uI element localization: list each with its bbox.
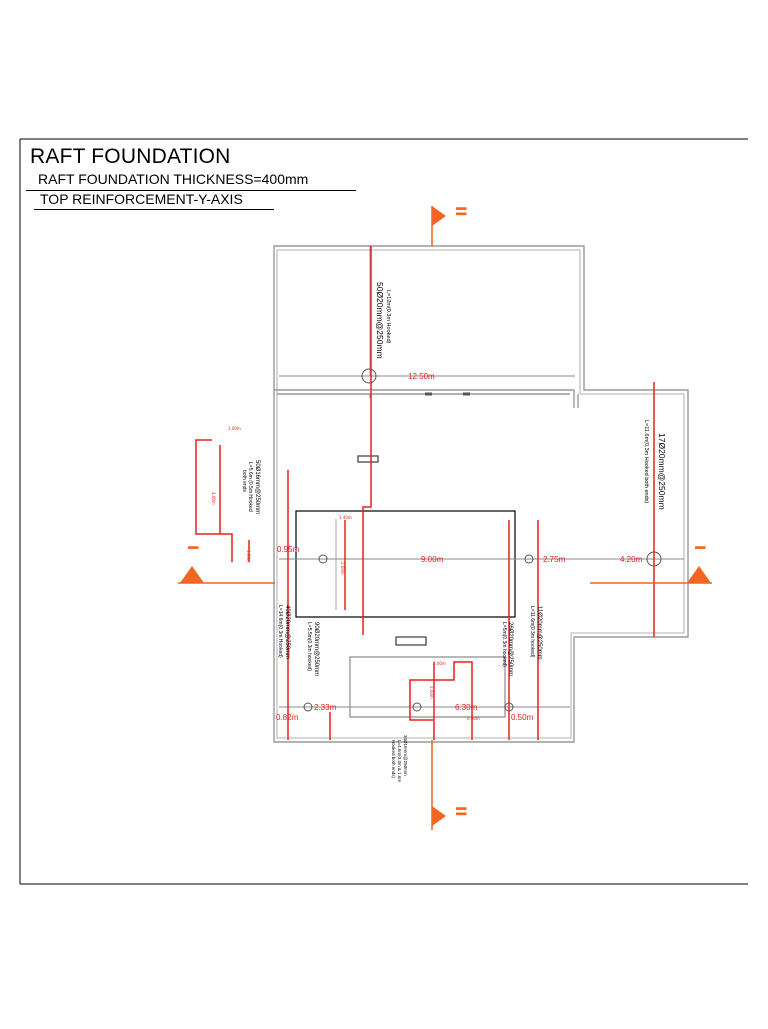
bar4-sub: L=14.6m(0.3m Hooked) [277,605,283,658]
thickness-subtitle: RAFT FOUNDATION THICKNESS=400mm [38,171,309,187]
dim-12-50: 12.50m [408,372,435,381]
bar1-main: 50Ø20mm@250mm [375,282,385,359]
dim-2-75: 2.75m [543,555,566,564]
svg-text:1.00m: 1.00m [433,661,446,666]
svg-text:4.00m: 4.00m [211,492,216,505]
section-mark-right: I [691,545,707,550]
bar3-sub2: both ends [241,470,247,492]
dim-0-50: 0.50m [511,713,534,722]
bar7-sub: L=11.6m(0.3m hooked) [529,606,535,658]
bar6-main: 26Ø20mm@250mm [507,622,513,676]
rebar-lines [195,246,655,740]
dim-6-30: 6.30m [455,703,478,712]
dim-0-82: 0.82m [276,713,299,722]
svg-text:2.00m: 2.00m [429,686,434,699]
bar4-main: 40Ø20mm@250mm [284,605,290,659]
dim-2-33: 2.33m [314,703,337,712]
svg-text:1.40m: 1.40m [339,515,352,520]
svg-text:1.00m: 1.00m [246,550,251,563]
bar7-main: 11Ø20mm@250mm [536,606,542,660]
reinforcement-underline [34,209,274,210]
drawing-frame [19,138,748,885]
section-markers [178,206,712,830]
dimension-markers [303,368,662,712]
rebar-tags: 1.00m 4.00m 1.00m 1.40m 2.00m 1.00m 2.00… [211,426,480,721]
bar1-sub: L=12m(0.3m Hooked) [385,290,391,344]
bar2-sub: L=11.6m(0.3m Hooked both ends) [643,420,649,503]
svg-text:0.60m: 0.60m [467,716,480,721]
section-mark-bottom: II [452,806,468,816]
bar2-main: 17Ø20mm@250mm [657,433,667,510]
bar6-sub: L=5m(0.3m hooked) [501,622,507,667]
raft-outline [273,245,689,743]
page-title: RAFT FOUNDATION [30,145,231,168]
reinforcement-subtitle: TOP REINFORCEMENT-Y-AXIS [40,191,243,207]
bar3-sub: L=5.6m (0.5m Hooked [247,462,253,512]
bar5-sub: L=5.5m(0.3m hooked) [306,622,312,671]
dim-0-95: 0.95m [277,545,300,554]
pit-outline [295,510,516,618]
dim-9-00: 9.00m [421,555,444,564]
section-mark-top: II [452,206,468,216]
subtitle-underline [26,190,356,191]
bar3-main: 50Ø16mm@250mm [254,460,260,514]
dimension-lines [279,246,684,708]
section-mark-left: I [184,545,200,550]
bar8-sub: L=4.6m(0.3m & 1.6m [397,740,402,782]
svg-text:2.00m: 2.00m [340,562,345,575]
bar8-sub2: Hooked both ends) [391,740,396,779]
dim-4-20: 4.20m [620,555,643,564]
bar5-main: 90Ø20mm@250mm [313,622,319,676]
bar8-main: 34Ø16mm@250mm [403,735,408,776]
svg-text:1.00m: 1.00m [228,426,241,431]
